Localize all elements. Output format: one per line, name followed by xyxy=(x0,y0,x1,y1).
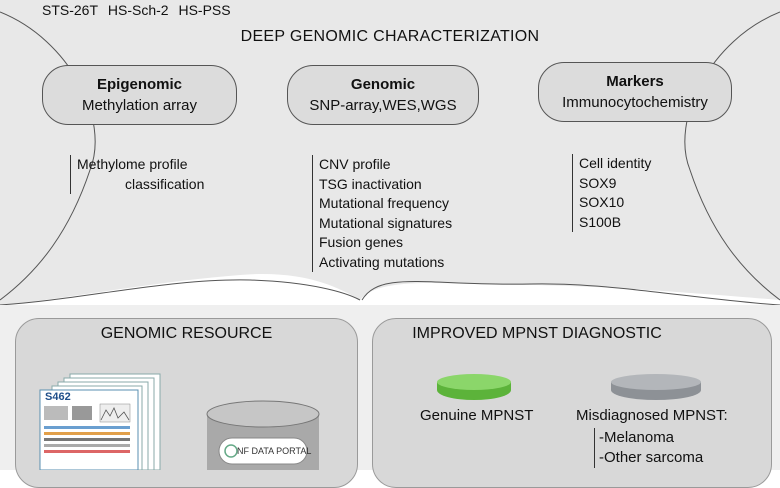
genomic-item: Fusion genes xyxy=(319,234,404,250)
funnel-bottom-left xyxy=(0,279,361,306)
data-sheet-label: S462 xyxy=(45,391,71,403)
epigenomic-title: Epigenomic xyxy=(96,76,182,93)
misdiagnosed-label: Misdiagnosed MPNST: xyxy=(576,407,728,424)
genuine-dish-icon xyxy=(437,374,511,400)
genomic-list: CNV profile TSG inactivation Mutational … xyxy=(312,155,452,272)
epigenomic-list: Methylome profile classification xyxy=(70,155,204,194)
genomic-title: Genomic xyxy=(350,76,416,93)
genomic-item: Mutational frequency xyxy=(319,195,449,211)
genomic-item: Activating mutations xyxy=(319,253,445,270)
epigenomic-box: Epigenomic Methylation array xyxy=(42,65,237,125)
genuine-label: Genuine MPNST xyxy=(420,407,534,424)
diagnostic-panel xyxy=(372,318,772,488)
genomic-item: CNV profile xyxy=(319,156,391,172)
epigenomic-item: Methylome profile xyxy=(77,156,188,172)
genomic-subtitle: SNP-array,WES,WGS xyxy=(309,97,457,114)
cell-line-3: HS-PSS xyxy=(178,2,231,18)
main-title: DEEP GENOMIC CHARACTERIZATION xyxy=(240,28,540,45)
misdiagnosed-item: -Melanoma xyxy=(599,429,675,446)
genomic-box: Genomic SNP-array,WES,WGS xyxy=(287,65,479,125)
funnel-bottom-right xyxy=(361,281,780,306)
cell-line-2: HS-Sch-2 xyxy=(107,2,169,18)
markers-item: SOX10 xyxy=(579,194,625,210)
markers-item: S100B xyxy=(579,213,622,230)
upper-region-outline-right xyxy=(684,11,780,301)
cell-line-list: STS-26T HS-Sch-2 HS-PSS xyxy=(42,2,237,18)
markers-box: Markers Immunocytochemistry xyxy=(538,62,732,122)
misdiagnosed-list: -Melanoma -Other sarcoma xyxy=(594,428,703,468)
misdiagnosed-item: -Other sarcoma xyxy=(599,449,704,466)
markers-subtitle: Immunocytochemistry xyxy=(562,94,708,111)
genomic-resource-title: GENOMIC RESOURCE xyxy=(100,325,273,342)
epigenomic-item: classification xyxy=(125,175,205,192)
epigenomic-subtitle: Methylation array xyxy=(81,97,198,114)
misdiagnosed-dish-icon xyxy=(611,374,701,400)
dish-icons xyxy=(437,374,701,400)
markers-title: Markers xyxy=(606,73,664,90)
upper-region-outline xyxy=(0,11,96,301)
markers-item: Cell identity xyxy=(579,155,652,171)
portal-label: NF DATA PORTAL xyxy=(237,446,312,456)
data-sheets-illustration xyxy=(39,373,161,470)
markers-item: SOX9 xyxy=(579,174,617,191)
markers-list: Cell identity SOX9 SOX10 S100B xyxy=(572,154,651,232)
cell-line-1: STS-26T xyxy=(42,2,99,18)
genomic-item: TSG inactivation xyxy=(319,175,422,192)
diagnostic-title: IMPROVED MPNST DIAGNOSTIC xyxy=(412,325,662,342)
database-icon xyxy=(206,400,320,470)
genomic-item: Mutational signatures xyxy=(319,214,453,231)
